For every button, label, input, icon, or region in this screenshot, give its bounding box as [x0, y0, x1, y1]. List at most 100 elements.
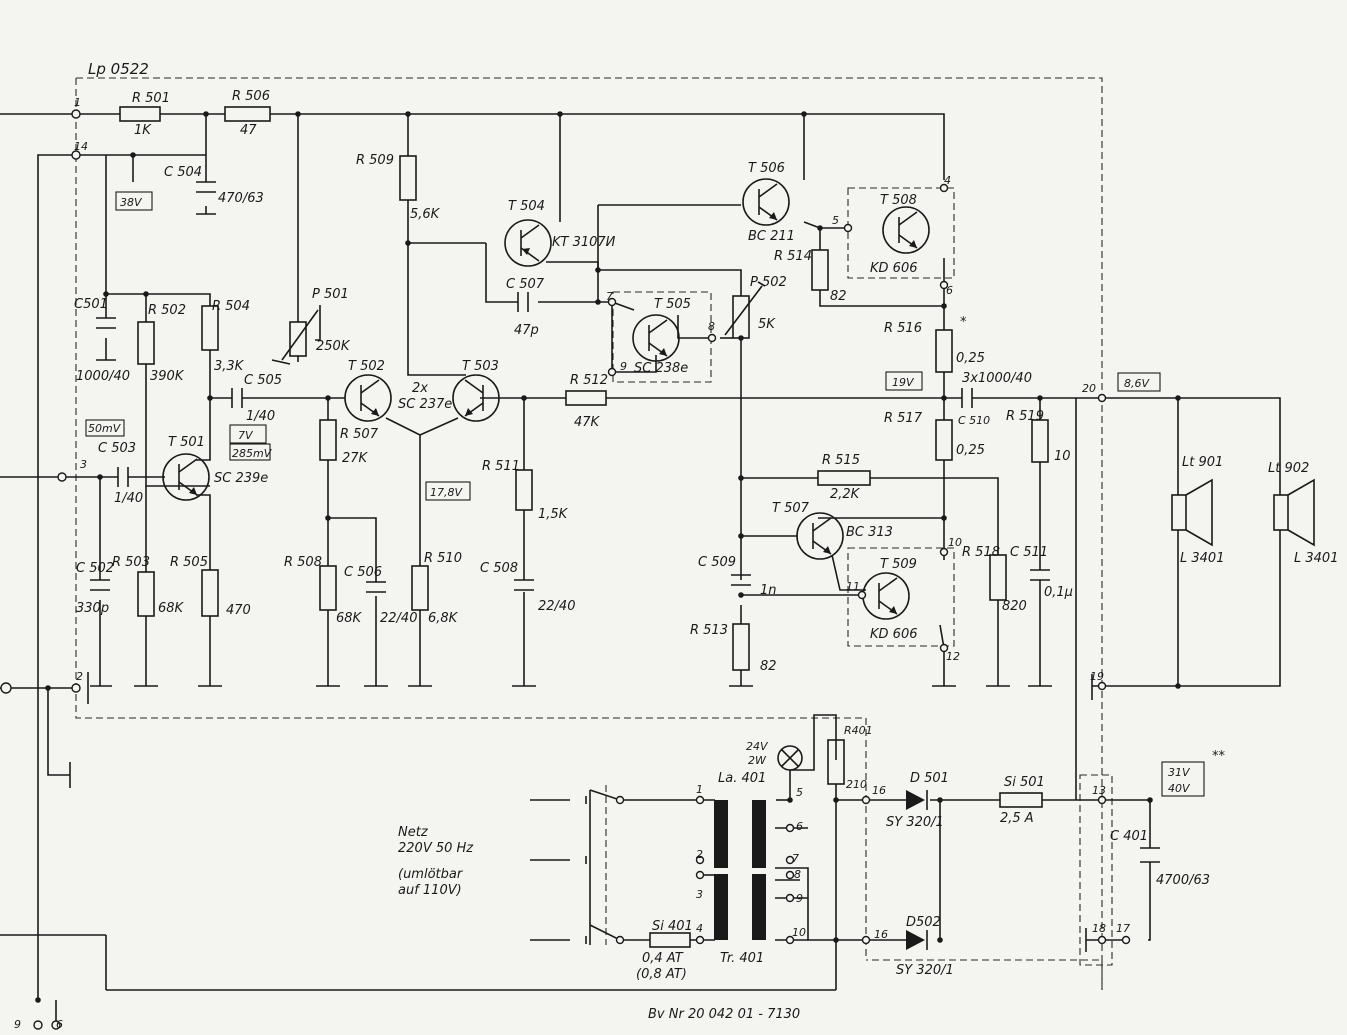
- voltage-40v: 40V: [1168, 782, 1191, 795]
- t502-name: T 502: [348, 359, 385, 374]
- r508-name: R 508: [284, 555, 322, 570]
- c507-value: 47p: [514, 323, 539, 338]
- pin-20: 20: [1082, 382, 1096, 395]
- pin-4: 4: [944, 174, 951, 187]
- c503-value: 1/40: [114, 491, 143, 506]
- r512-name: R 512: [570, 373, 608, 388]
- pin-19: 19: [1090, 670, 1104, 683]
- fuse-secondary-value: 2,5 A: [1000, 811, 1034, 826]
- pin-3: 3: [80, 458, 87, 471]
- pin-6: 6: [946, 284, 953, 297]
- board-label: Lp 0522: [88, 60, 149, 78]
- r505-name: R 505: [170, 555, 208, 570]
- r517-value: 0,25: [956, 443, 985, 458]
- voltage-50mv: 50mV: [88, 422, 122, 435]
- footer-label: Bv Nr 20 042 01 - 7130: [648, 1007, 800, 1022]
- transistor-symbols: [162, 178, 930, 620]
- t508-name: T 508: [880, 193, 917, 208]
- pin-8: 8: [708, 320, 715, 333]
- c510-name: C 510: [958, 414, 990, 427]
- voltage-19v: 19V: [892, 376, 915, 389]
- pin-5: 5: [832, 214, 839, 227]
- t508-type: KD 606: [870, 261, 917, 276]
- r506-name: R 506: [232, 89, 270, 104]
- c511-name: C 511: [1010, 545, 1048, 560]
- voltage-8-6v: 8,6V: [1124, 377, 1150, 390]
- c505-value: 1/40: [246, 409, 275, 424]
- r516-name: R 516: [884, 321, 922, 336]
- pin-18: 18: [1092, 922, 1106, 935]
- r513-value: 82: [760, 659, 777, 674]
- r401-name: R401: [844, 724, 873, 737]
- r510-value: 6,8K: [428, 611, 459, 626]
- lt902-type: L 3401: [1294, 551, 1338, 566]
- voltage-boxes: [85, 191, 1205, 797]
- lamp-rating-power: 2W: [748, 754, 767, 767]
- mains-label-1: Netz: [398, 825, 429, 840]
- c504-value: 470/63: [218, 191, 264, 206]
- pin-14: 14: [74, 140, 88, 153]
- r512-value: 47K: [574, 415, 601, 430]
- c511-value: 0,1µ: [1044, 585, 1073, 600]
- r516-value: 0,25: [956, 351, 985, 366]
- tr-pin-1: 1: [696, 783, 703, 796]
- fuse-primary-name: Si 401: [652, 919, 693, 934]
- r505-value: 470: [226, 603, 251, 618]
- c507-name: C 507: [506, 277, 545, 292]
- r518-name: R 518: [962, 545, 1000, 560]
- lamp-rating-voltage: 24V: [746, 740, 769, 753]
- c510-value: 3x1000/40: [962, 371, 1032, 386]
- t501-type: SC 239e: [214, 471, 268, 486]
- pin-17: 17: [1116, 922, 1130, 935]
- t509-type: KD 606: [870, 627, 917, 642]
- t501-name: T 501: [168, 435, 205, 450]
- d501-type: SY 320/1: [886, 815, 944, 830]
- tr-pin-3: 3: [696, 888, 703, 901]
- d501-name: D 501: [910, 771, 949, 786]
- mark-double-star: **: [1212, 749, 1226, 764]
- pin-9: 9: [620, 360, 627, 373]
- tr-pin-6: 6: [796, 820, 803, 833]
- lt901-name: Lt 901: [1182, 455, 1223, 470]
- c509-value: 1n: [760, 583, 777, 598]
- bottom-pin-9: 9: [14, 1018, 21, 1031]
- r506-value: 47: [240, 123, 257, 138]
- r509-name: R 509: [356, 153, 394, 168]
- r511-name: R 511: [482, 459, 520, 474]
- p502-name: P 502: [750, 275, 787, 290]
- c401-name: C 401: [1110, 829, 1148, 844]
- t505-name: T 505: [654, 297, 691, 312]
- fuse-primary-value: 0,4 AT: [642, 951, 684, 966]
- r507-name: R 507: [340, 427, 379, 442]
- r504-value: 3,3K: [214, 359, 245, 374]
- voltage-31v: 31V: [1168, 766, 1191, 779]
- c509-name: C 509: [698, 555, 736, 570]
- r514-name: R 514: [774, 249, 812, 264]
- pair-count: 2x: [412, 381, 428, 396]
- c502-value: 330p: [76, 601, 109, 616]
- mains-label-3: (umlötbar: [398, 867, 464, 882]
- t507-name: T 507: [772, 501, 810, 516]
- t504-name: T 504: [508, 199, 545, 214]
- pin-16a: 16: [872, 784, 886, 797]
- t509-name: T 509: [880, 557, 917, 572]
- r513-name: R 513: [690, 623, 728, 638]
- speaker-symbols: [1171, 478, 1315, 547]
- pin-16b: 16: [874, 928, 888, 941]
- board-outline: [75, 77, 1113, 990]
- pin-13: 13: [1092, 784, 1106, 797]
- c506-value: 22/40: [380, 611, 417, 626]
- r519-value: 10: [1054, 449, 1071, 464]
- p501-name: P 501: [312, 287, 349, 302]
- voltage-285mv: 285mV: [232, 447, 273, 460]
- r519-name: R 519: [1006, 409, 1044, 424]
- junctions: [0, 109, 1181, 1030]
- c502-name: C 502: [76, 561, 114, 576]
- tr-pin-2: 2: [696, 848, 703, 861]
- r501-name: R 501: [132, 91, 170, 106]
- pin-12: 12: [946, 650, 960, 663]
- voltage-38v: 38V: [120, 196, 143, 209]
- r507-value: 27K: [342, 451, 369, 466]
- d502-name: D502: [906, 915, 941, 930]
- power-symbols: [710, 745, 928, 950]
